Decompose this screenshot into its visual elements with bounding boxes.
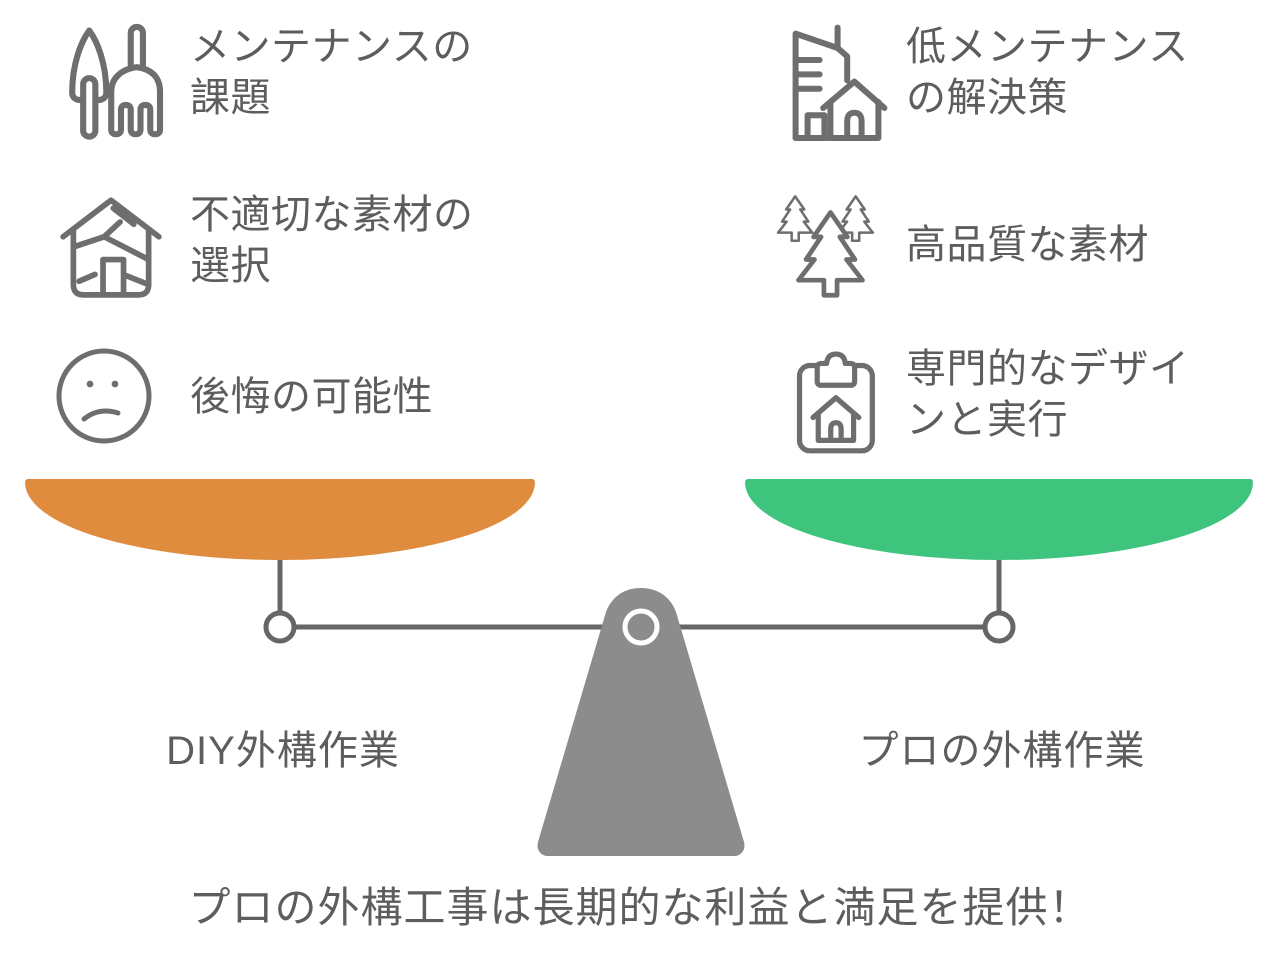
clipboard-house-icon bbox=[786, 344, 906, 464]
right-feature-design-label: 専門的なデザインと実行 bbox=[906, 347, 1190, 442]
left-feature-regret: 後悔の可能性 bbox=[54, 346, 490, 446]
right-feature-quality-label: 高品質な素材 bbox=[906, 223, 1149, 267]
broken-house-icon bbox=[52, 190, 190, 304]
building-house-icon bbox=[768, 22, 906, 146]
sad-face-icon bbox=[54, 346, 190, 446]
left-pan-label: DIY外構作業 bbox=[166, 729, 400, 773]
right-feature-low-maintenance-label: 低メンテナンスの解決策 bbox=[906, 25, 1189, 120]
left-feature-maintenance-label: メンテナンスの課題 bbox=[190, 25, 473, 120]
pine-trees-icon bbox=[766, 190, 906, 302]
right-feature-quality: 高品質な素材 bbox=[766, 190, 1206, 302]
left-pan bbox=[25, 479, 535, 560]
right-feature-low-maintenance: 低メンテナンスの解決策 bbox=[768, 22, 1206, 146]
right-feature-design: 専門的なデザインと実行 bbox=[786, 344, 1206, 464]
left-feature-materials-label: 不適切な素材の選択 bbox=[190, 193, 474, 288]
left-pivot-circle bbox=[263, 610, 297, 644]
fulcrum-ring-icon bbox=[622, 608, 660, 646]
left-feature-regret-label: 後悔の可能性 bbox=[190, 375, 433, 419]
right-pivot-circle bbox=[982, 610, 1016, 644]
garden-tools-icon bbox=[48, 22, 190, 144]
right-pan bbox=[745, 479, 1253, 560]
left-feature-materials: 不適切な素材の選択 bbox=[52, 190, 490, 304]
fulcrum bbox=[537, 588, 745, 856]
left-feature-maintenance: メンテナンスの課題 bbox=[48, 22, 490, 144]
right-pan-label: プロの外構作業 bbox=[858, 729, 1146, 773]
conclusion-text: プロの外構工事は長期的な利益と満足を提供！ bbox=[188, 884, 1092, 931]
